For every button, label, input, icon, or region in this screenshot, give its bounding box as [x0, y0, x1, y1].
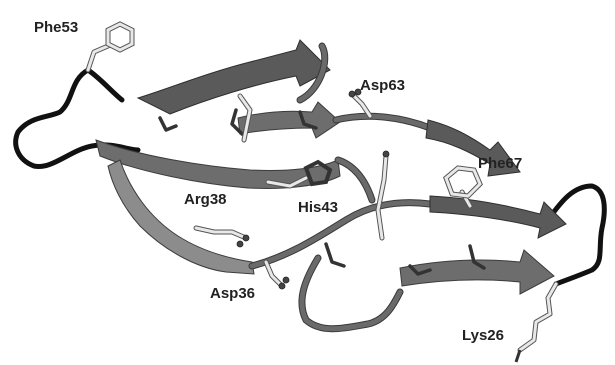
asp36-sidechain — [266, 262, 289, 289]
arg38-sidechain — [196, 228, 249, 247]
upper-strand — [238, 102, 340, 138]
label-his43: His43 — [298, 199, 338, 216]
right-strand-mid — [430, 196, 566, 238]
label-phe53: Phe53 — [34, 19, 78, 36]
bottom-loop-edge — [302, 258, 400, 329]
label-asp63: Asp63 — [360, 77, 405, 94]
phe53-sidechain — [88, 24, 132, 70]
label-phe67: Phe67 — [478, 155, 522, 172]
lys26-sidechain — [516, 284, 556, 362]
label-asp36: Asp36 — [210, 285, 255, 302]
center-turn-edge — [338, 160, 372, 200]
left-loop-top — [88, 70, 122, 100]
label-lys26: Lys26 — [462, 327, 504, 344]
label-arg38: Arg38 — [184, 191, 227, 208]
right-loop — [548, 186, 604, 284]
lower-coil — [252, 203, 430, 266]
